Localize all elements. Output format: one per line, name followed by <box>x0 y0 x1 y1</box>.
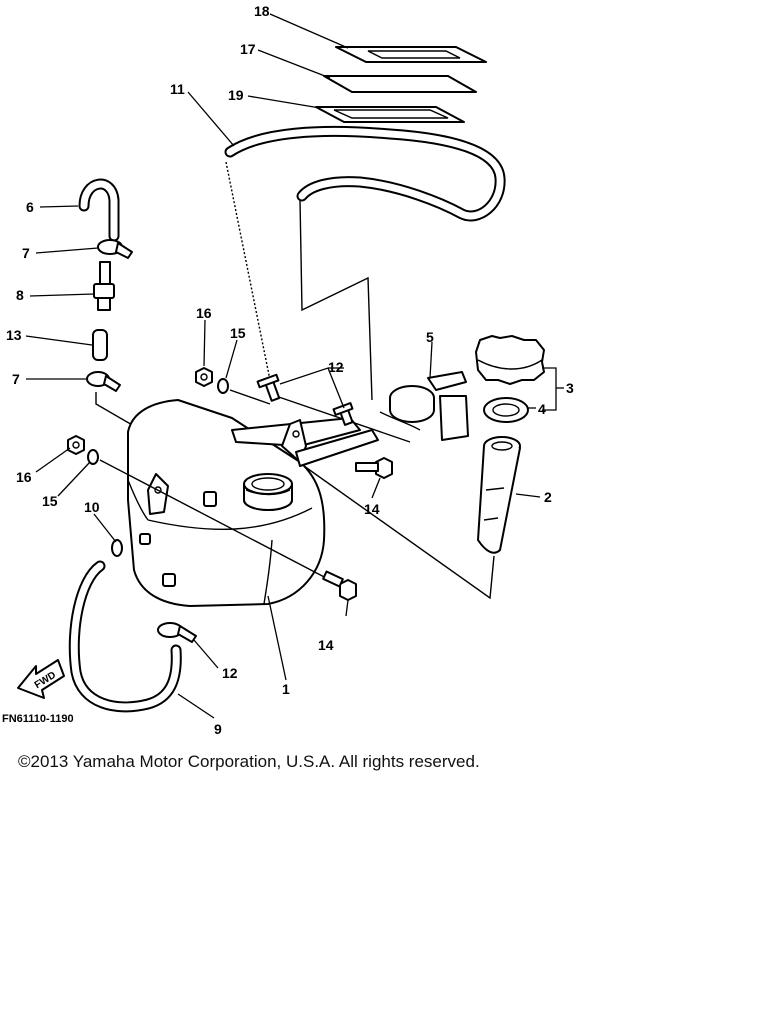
callout-4: 4 <box>538 401 546 417</box>
breather-hose <box>224 125 506 401</box>
callout-15-upper: 15 <box>230 325 246 341</box>
callout-11: 11 <box>170 81 185 97</box>
fuel-cock <box>93 261 115 311</box>
callout-14-lower: 14 <box>318 637 334 653</box>
callout-17: 17 <box>240 41 256 57</box>
plate-18 <box>335 46 487 63</box>
callout-18: 18 <box>254 3 270 19</box>
callout-13: 13 <box>6 327 22 343</box>
callout-2: 2 <box>544 489 552 505</box>
bolt-12-right <box>332 402 354 426</box>
plate-17 <box>323 75 477 93</box>
callout-5: 5 <box>426 329 434 345</box>
hose-6 <box>78 178 120 242</box>
callout-1: 1 <box>282 681 290 697</box>
nut-16-lower <box>67 435 85 455</box>
callout-14-right: 14 <box>364 501 380 517</box>
plate-19 <box>315 106 465 123</box>
bolt-12-left <box>256 373 281 402</box>
callout-16-lower: 16 <box>16 469 32 485</box>
callout-6: 6 <box>26 199 34 215</box>
washer-15-lower <box>87 449 331 581</box>
copyright-notice: ©2013 Yamaha Motor Corporation, U.S.A. A… <box>18 752 480 771</box>
callout-7-lower: 7 <box>12 371 20 387</box>
clamp-12-lower <box>157 622 197 643</box>
nut-16-upper <box>195 367 213 387</box>
callout-7-upper: 7 <box>22 245 30 261</box>
fwd-arrow-icon: FWD <box>17 659 65 699</box>
gasket-4 <box>483 397 529 423</box>
callout-8: 8 <box>16 287 24 303</box>
callout-12-upper: 12 <box>328 359 344 375</box>
filler-neck <box>477 436 521 554</box>
callout-19: 19 <box>228 87 244 103</box>
hose-9 <box>68 560 182 713</box>
pipe-13 <box>92 329 108 361</box>
bolt-14-right <box>355 457 393 479</box>
parts-diagram: FWD 18 17 19 11 6 7 8 <box>2 3 574 737</box>
callout-15-lower: 15 <box>42 493 58 509</box>
bolt-14-lower <box>322 570 357 601</box>
clamp-5 <box>379 371 469 441</box>
callout-3: 3 <box>566 380 574 396</box>
clamp-7-upper <box>97 239 133 259</box>
fuel-tank <box>127 399 326 607</box>
washer-15-upper <box>217 378 229 394</box>
callout-12-lower: 12 <box>222 665 238 681</box>
callout-10: 10 <box>84 499 100 515</box>
callouts: 18 17 19 11 6 7 8 13 7 16 15 12 5 3 4 2 … <box>2 3 574 737</box>
leader-lines <box>25 13 564 719</box>
callout-16-upper: 16 <box>196 305 212 321</box>
tank-band <box>231 393 495 600</box>
filler-cap <box>475 335 545 385</box>
pin-10 <box>111 539 123 557</box>
callout-9: 9 <box>214 721 222 737</box>
figure-code: FN61110-1190 <box>2 713 74 725</box>
